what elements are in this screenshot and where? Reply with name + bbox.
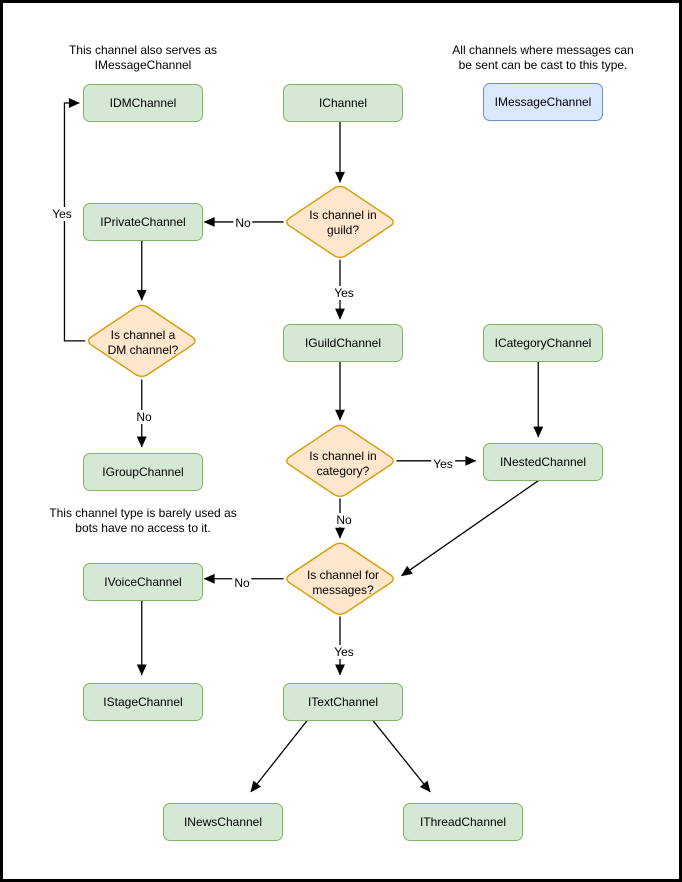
node-icategorychannel: ICategoryChannel	[483, 324, 603, 362]
node-iprivatechannel: IPrivateChannel	[83, 203, 203, 241]
node-itextchannel: ITextChannel	[283, 683, 403, 721]
decision-line: Is channel in	[309, 208, 377, 222]
node-ivoicechannel: IVoiceChannel	[83, 563, 203, 601]
decision-label-messages: Is channel for messages?	[288, 568, 398, 598]
note-imessagechannel: All channels where messages can be sent …	[443, 43, 643, 73]
note-igroupchannel: This channel type is barely used as bots…	[33, 506, 253, 536]
node-ichannel: IChannel	[283, 84, 403, 122]
node-inestedchannel: INestedChannel	[483, 443, 603, 481]
node-imessagechannel: IMessageChannel	[483, 83, 603, 121]
note-line: This channel type is barely used as	[49, 506, 237, 520]
decision-label-category: Is channel in category?	[288, 449, 398, 479]
arrow-dm-yes-to-idmchannel	[63, 98, 86, 342]
node-idmchannel: IDMChannel	[83, 84, 203, 122]
note-line: All channels where messages can	[452, 43, 634, 57]
note-line: This channel also serves as	[68, 43, 218, 57]
decision-label-dm: Is channel a DM channel?	[88, 328, 198, 358]
node-istagechannel: IStageChannel	[83, 683, 203, 721]
arrow-itextchannel-to-inewschannel	[250, 716, 311, 793]
decision-line: Is channel a	[110, 328, 176, 342]
edge-label-messages-no: No	[232, 576, 252, 590]
decision-label-guild: Is channel in guild?	[288, 208, 398, 238]
note-line: IMessageChannel	[94, 58, 192, 72]
node-igroupchannel: IGroupChannel	[83, 453, 203, 491]
node-inewschannel: INewsChannel	[163, 803, 283, 841]
note-line: be sent can be cast to this type.	[458, 58, 628, 72]
node-ithreadchannel: IThreadChannel	[403, 803, 523, 841]
node-iguildchannel: IGuildChannel	[283, 324, 403, 362]
note-idmchannel: This channel also serves as IMessageChan…	[43, 43, 243, 73]
arrow-inestedchannel-to-messages-decision	[401, 478, 542, 577]
decision-line: guild?	[326, 223, 360, 237]
edge-label-category-yes: Yes	[431, 457, 455, 471]
flowchart-connectors-layer	[63, 98, 544, 793]
note-line: bots have no access to it.	[75, 521, 211, 535]
edge-label-guild-yes: Yes	[332, 286, 356, 300]
decision-line: DM channel?	[107, 343, 179, 357]
decision-line: messages?	[312, 583, 374, 597]
edge-label-category-no: No	[334, 513, 354, 527]
arrow-itextchannel-to-ithreadchannel	[369, 716, 431, 793]
decision-line: Is channel in	[309, 449, 377, 463]
edge-label-dm-yes: Yes	[50, 207, 74, 221]
edge-label-guild-no: No	[233, 216, 253, 230]
decision-line: Is channel for	[306, 568, 380, 582]
decision-line: category?	[316, 464, 370, 478]
edge-label-dm-no: No	[134, 410, 154, 424]
edge-label-messages-yes: Yes	[332, 645, 356, 659]
